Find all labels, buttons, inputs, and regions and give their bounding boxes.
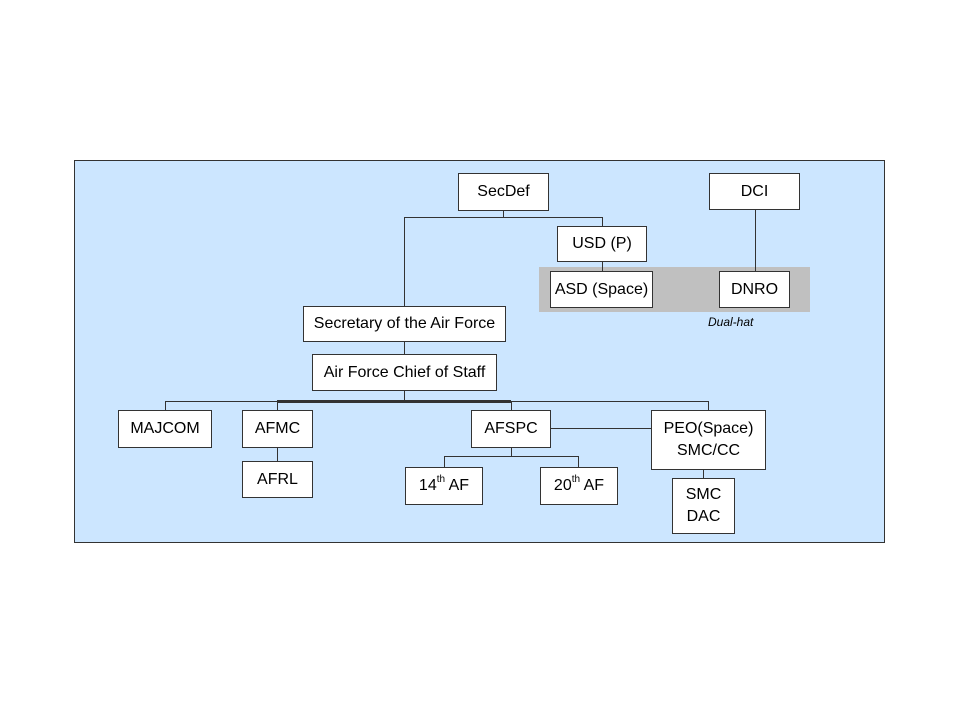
node-afmc-label: AFMC [254,420,301,437]
node-smc-dac-line1: SMC [685,486,722,503]
node-20th-af-label: 20th AF [553,473,605,497]
node-smc-dac: SMC DAC [672,478,735,534]
node-20th-af: 20th AF [540,467,618,505]
node-majcom: MAJCOM [118,410,212,448]
node-usd-p: USD (P) [557,226,647,262]
node-air-force-chief-of-staff-label: Air Force Chief of Staff [323,363,486,381]
node-afrl: AFRL [242,461,313,498]
node-20th-af-number: 20 [553,477,572,494]
node-secretary-air-force-label: Secretary of the Air Force [313,315,496,332]
node-asd-space: ASD (Space) [550,271,653,308]
node-20th-af-ordinal: th [571,473,581,485]
node-secdef: SecDef [458,173,549,211]
node-peo-space-line1: PEO(Space) [663,420,754,437]
node-20th-af-suffix: AF [580,477,605,494]
node-majcom-label: MAJCOM [130,420,200,437]
node-air-force-chief-of-staff: Air Force Chief of Staff [312,354,497,391]
node-secretary-air-force: Secretary of the Air Force [303,306,506,342]
node-asd-space-label: ASD (Space) [554,280,649,298]
node-dnro: DNRO [719,271,790,308]
dual-hat-caption: Dual-hat [708,315,754,329]
node-14th-af-ordinal: th [436,473,446,485]
node-afrl-label: AFRL [257,470,298,488]
node-peo-space-line2: SMC/CC [676,442,741,459]
node-usd-p-label: USD (P) [572,235,632,252]
node-secdef-label: SecDef [477,183,530,200]
node-afspc-label: AFSPC [484,420,538,437]
node-14th-af-number: 14 [418,477,437,494]
node-afspc: AFSPC [471,410,551,448]
node-peo-space: PEO(Space) SMC/CC [651,410,766,470]
node-14th-af: 14th AF [405,467,483,505]
node-afmc: AFMC [242,410,313,448]
node-dci-label: DCI [740,182,769,200]
node-smc-dac-line2: DAC [686,508,721,525]
node-dci: DCI [709,173,800,210]
node-14th-af-label: 14th AF [418,473,470,497]
node-dnro-label: DNRO [730,280,779,298]
node-14th-af-suffix: AF [445,477,470,494]
